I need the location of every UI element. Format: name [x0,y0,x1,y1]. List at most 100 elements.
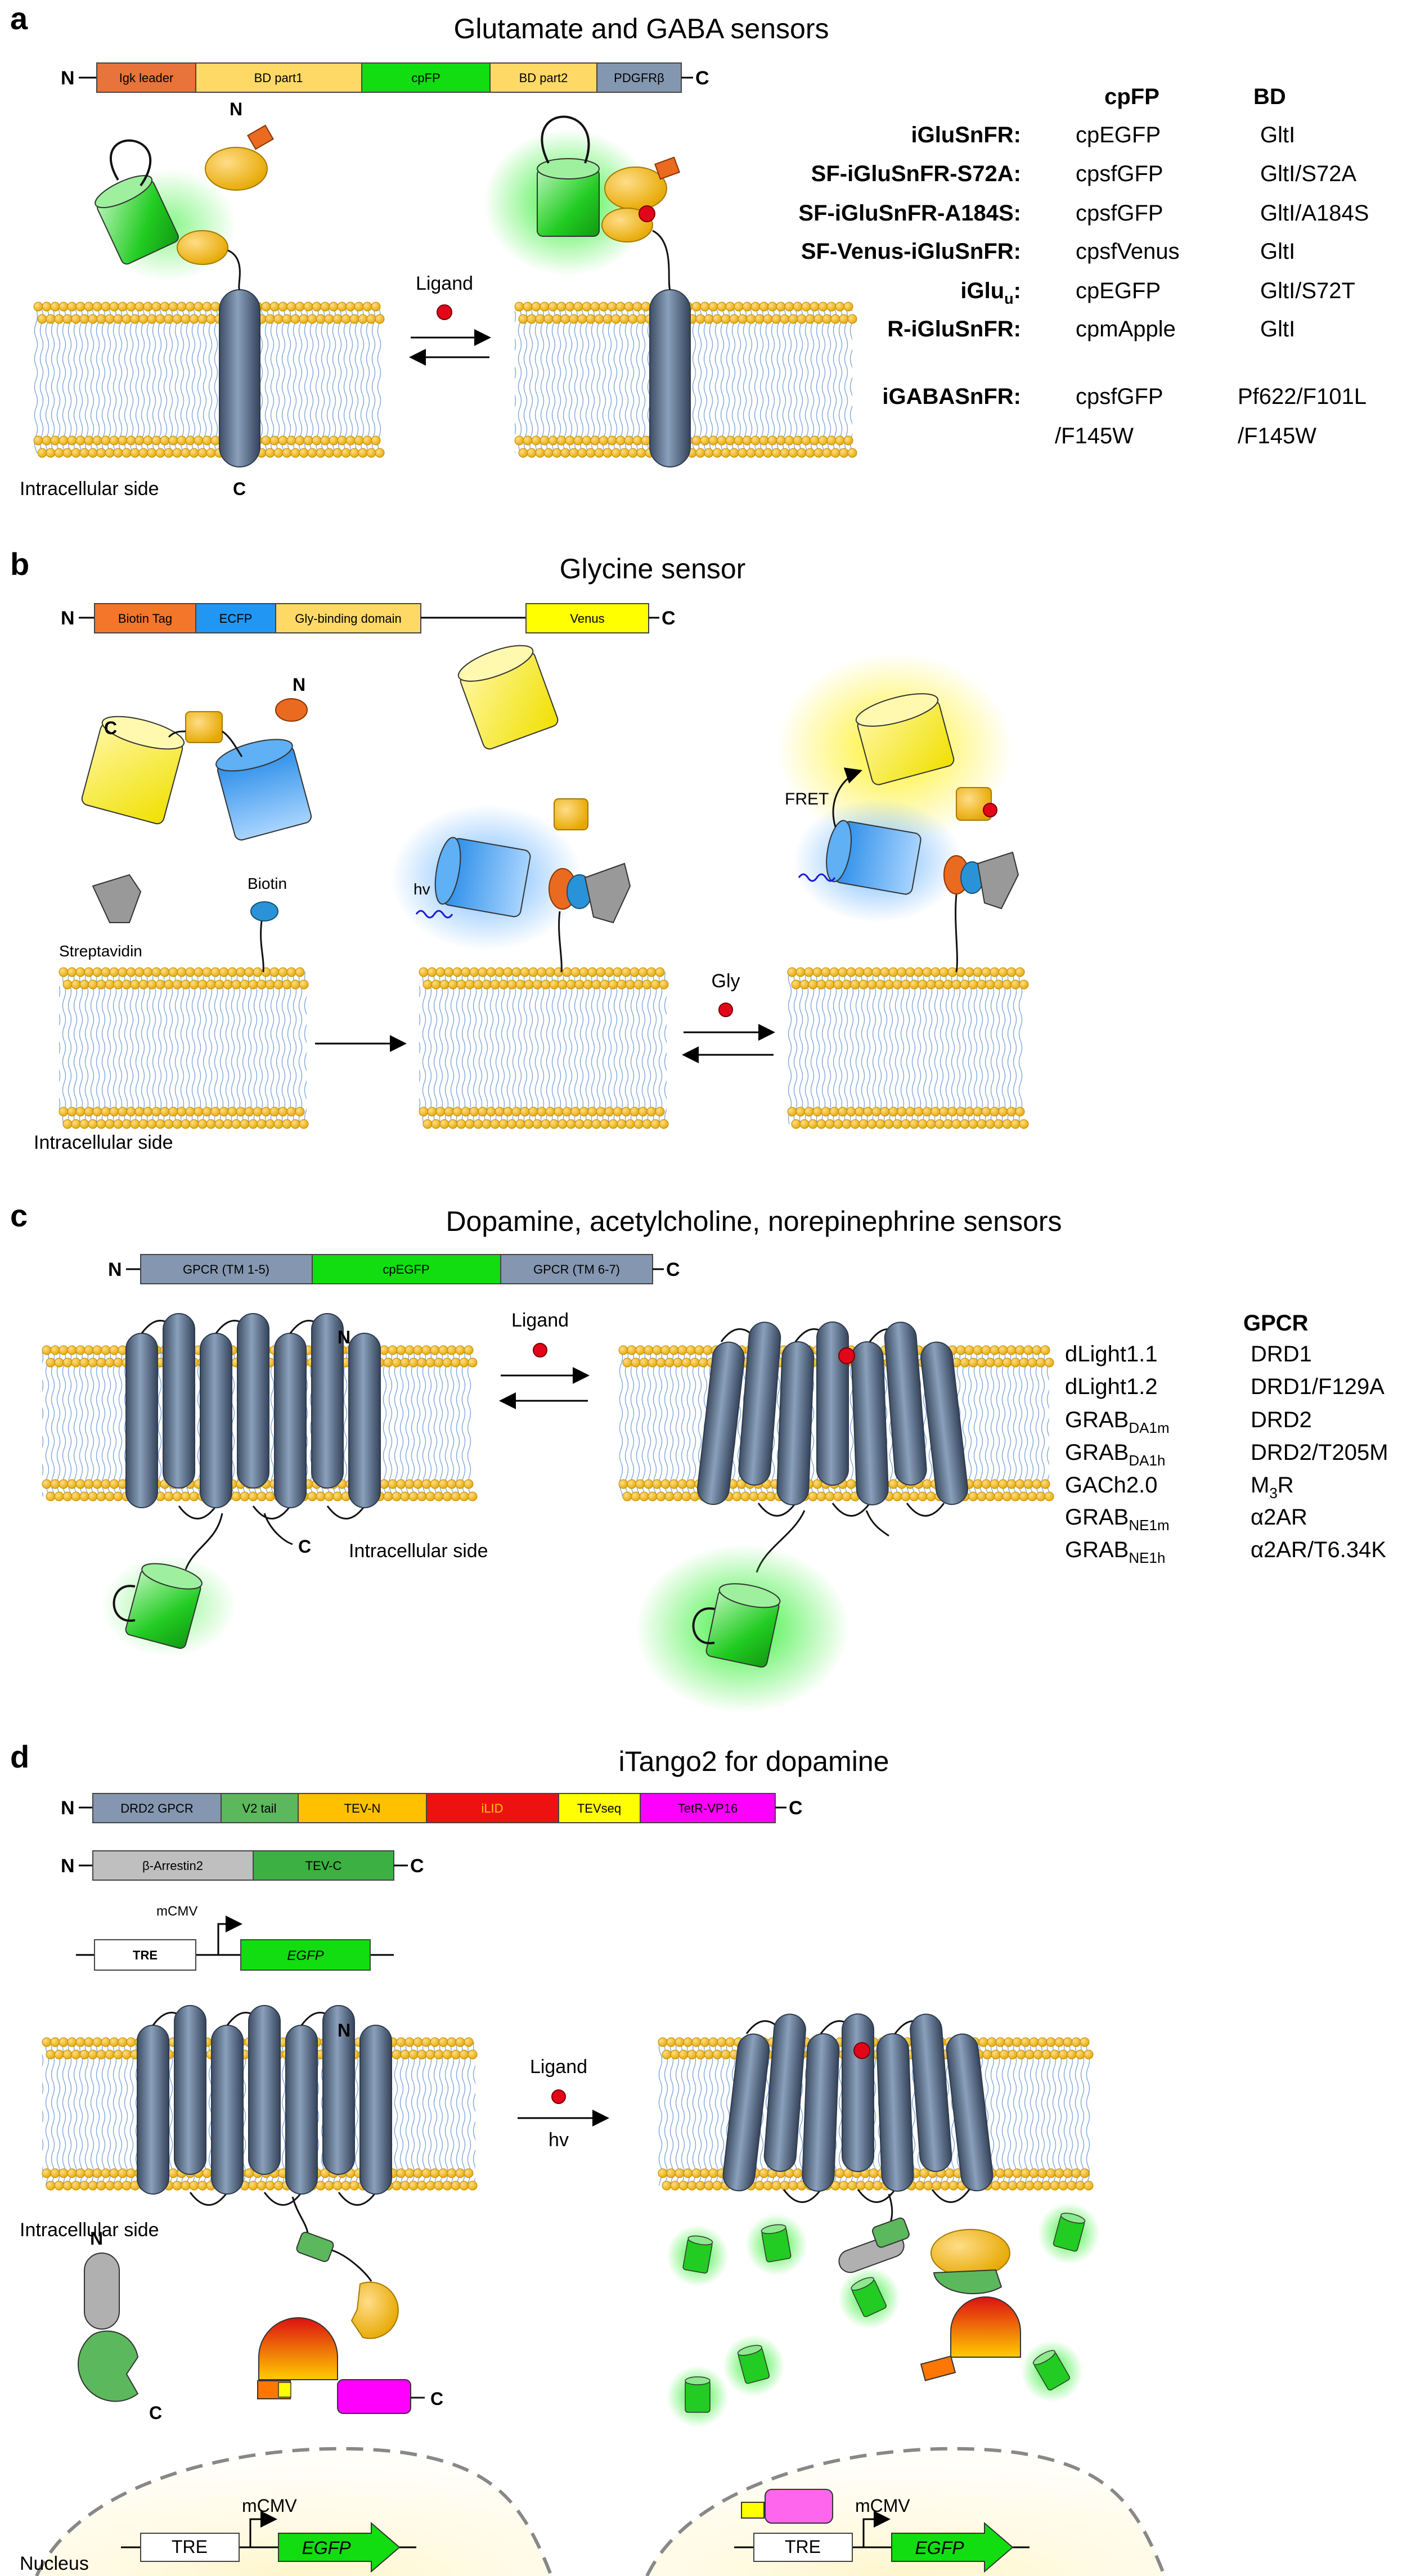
lipid-head [990,1107,1000,1117]
lipid-head [1002,1119,1012,1129]
lipid-head [324,1491,334,1501]
tm-helix [174,2005,206,2175]
lipid-head [540,302,550,312]
lipid-head [42,435,52,446]
lipid-head [766,1491,776,1501]
lipid-head [847,2181,857,2191]
lipid-head [42,302,52,312]
lipid-head [404,1479,415,1489]
lipid-head [1027,1357,1037,1368]
ligand-molecule [437,304,452,320]
lipid-head [995,2037,1005,2047]
lipid-head [448,1119,458,1129]
row-gpcr: α2AR [1251,1505,1307,1530]
venus-barrel [855,693,955,785]
lipid-head [261,302,271,312]
lipid-head [253,1107,263,1117]
lipid-head [570,1107,581,1117]
lipid-head [914,1107,924,1117]
lipid-head [565,302,575,312]
lipid-head [375,448,385,458]
lipid-head [147,1119,157,1129]
lipid-head [134,302,145,312]
lipid-head [905,1107,915,1117]
lipid-head [105,1491,115,1501]
lipid-head [627,1345,637,1355]
lipid-head [160,302,170,312]
lipid-head [596,967,606,977]
lipid-head [177,967,187,977]
lipid-head [573,435,583,446]
lipid-head [632,435,642,446]
lipid-head [464,2037,474,2047]
row-name-gaba: iGABASnFR: [882,384,1021,409]
lipid-head [930,1107,941,1117]
lipid-head [143,302,153,312]
lipid-head [1015,967,1025,977]
tm-loop [857,2189,896,2203]
lipid-head [257,979,267,990]
lipid-head [618,1479,628,1489]
construct-n-terminus: N [61,608,75,629]
lipid-head [84,1345,94,1355]
lipid-head [830,314,840,324]
lipid-head [46,1491,56,1501]
lipid-head [871,967,882,977]
lipid-head [734,302,744,312]
lipid-head [88,448,98,458]
lipid-head [805,448,815,458]
lipid-head [607,435,617,446]
lipid-head [523,302,533,312]
block-venus-label: Venus [570,612,604,626]
lipid-head [164,448,174,458]
lipid-head [434,2181,444,2191]
lipid-head [990,1479,1000,1489]
lipid-head [451,2181,461,2191]
lipid-head [42,1345,52,1355]
lipid-head [607,302,617,312]
lipid-head [675,2037,685,2047]
lipid-head [905,967,915,977]
lipid-head [71,314,81,324]
tev-c [78,2330,139,2402]
lipid-head [96,448,106,458]
membrane-a-right [514,302,857,458]
row-bd-gaba-2: /F145W [1238,424,1316,448]
tm-loop [178,1505,217,1519]
lipid-head [467,1357,478,1368]
lipid-head [947,967,958,977]
lipid-head [358,314,368,324]
lipid-head [964,1345,974,1355]
lipid-head [96,1357,106,1368]
gfp-barrel [537,158,600,237]
lipid-head [586,448,596,458]
panel-c: c Dopamine, acetylcholine, norepinephrin… [10,1198,1388,1713]
lipid-head [425,2181,435,2191]
lipid-head [594,314,604,324]
lipid-head [442,1491,452,1501]
panel-d-title: iTango2 for dopamine [619,1746,889,1777]
lipid-head [303,302,313,312]
lipid-head [793,2168,803,2178]
lipid-head [151,1107,161,1117]
lipid-head [511,967,522,977]
lipid-head [990,1345,1000,1355]
lipid-head [439,979,449,990]
lipid-head [968,1491,978,1501]
lipid-head [708,2037,718,2047]
lipid-head [599,302,609,312]
block-gpcr-tm1-5 [140,1254,313,1284]
tm-loop [783,2189,822,2203]
lipid-head [269,967,280,977]
lipid-head [1037,2168,1048,2178]
lipid-head [829,967,839,977]
lipid-head [451,1491,461,1501]
gly-binding-domain [185,711,223,743]
lipid-head [826,435,837,446]
lipid-head [923,2181,933,2191]
lipid-head [62,1357,73,1368]
lipid-head [227,967,237,977]
block-tev-n [298,1793,427,1823]
tm-helix [219,289,260,467]
lipid-head [599,435,609,446]
